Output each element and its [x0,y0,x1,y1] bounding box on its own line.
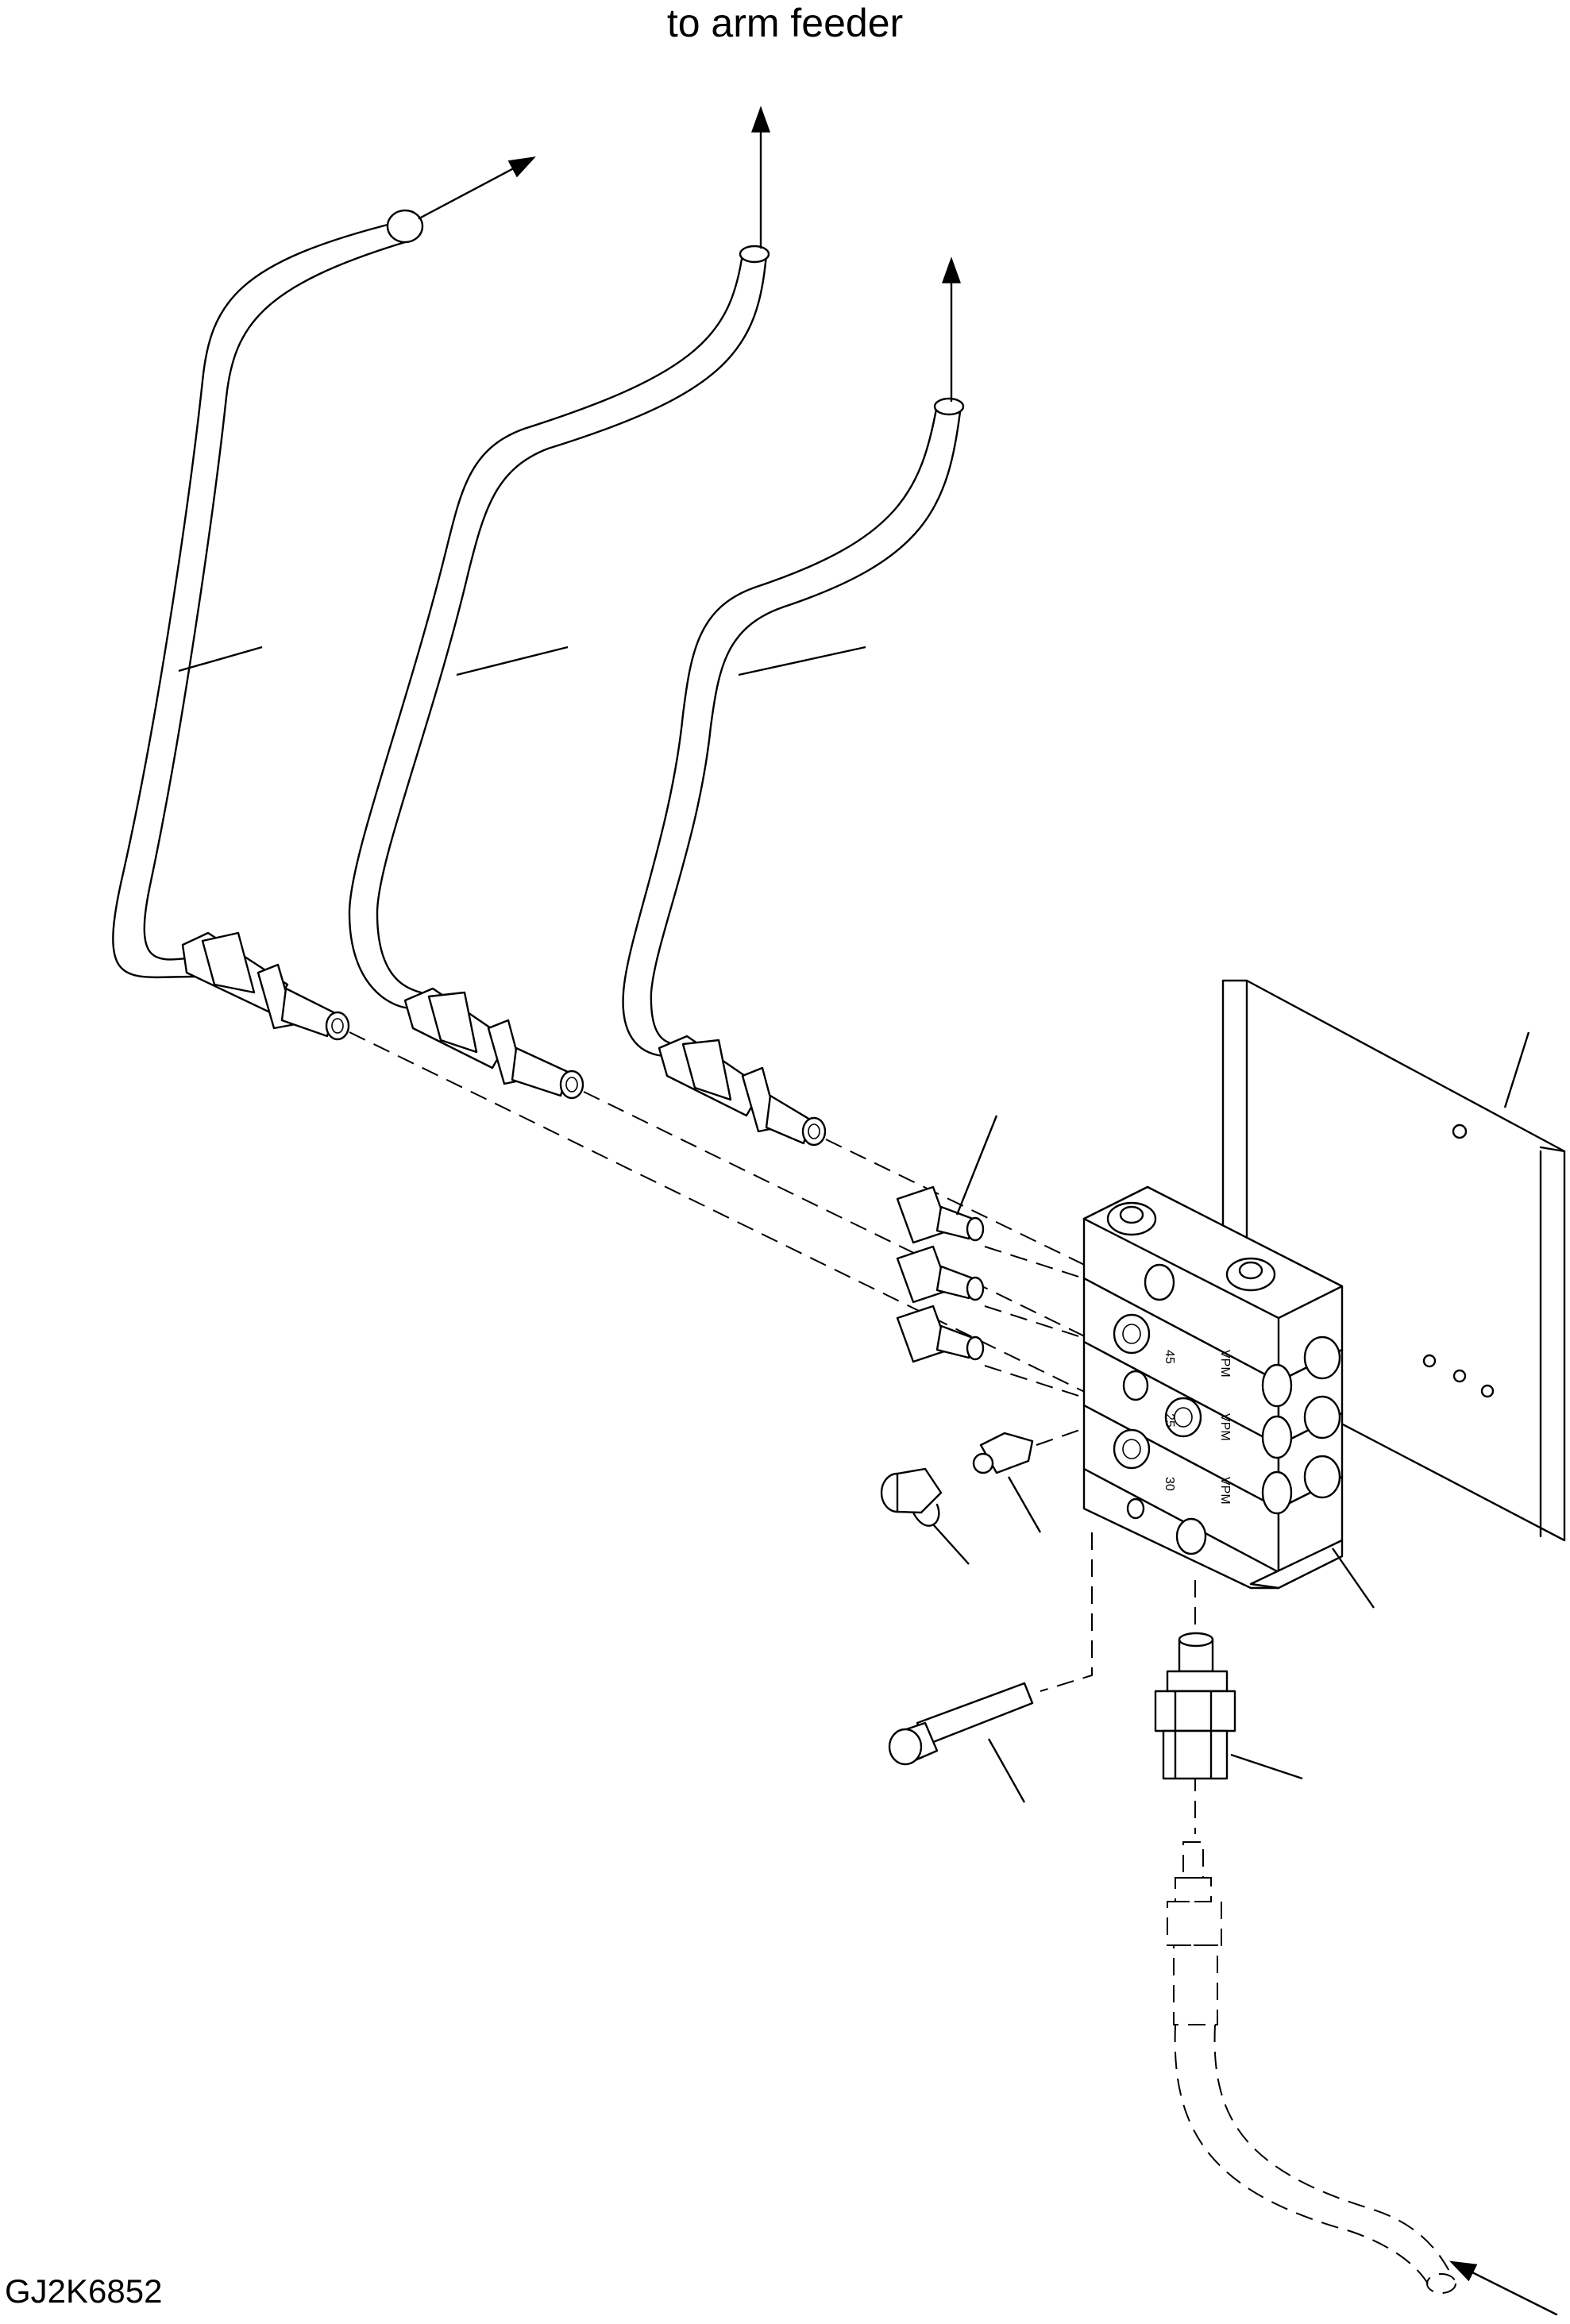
leader-adapter-union [1230,1753,1303,1780]
hose-1 [112,156,536,979]
block-port-number-2: 25 [1163,1413,1176,1428]
drawing-code: GJ2K6852 [5,2272,163,2310]
leader-distributor-block [1332,1547,1375,1609]
block-port-number-3: 30 [1163,1477,1176,1491]
diagram-title: to arm feeder [666,1,904,45]
flow-arrow-1 [418,156,536,220]
bolt [888,1682,1034,1803]
connector-fittings [896,1115,998,1363]
flow-arrow-supply [1448,2260,1558,2316]
hose-1-fitting [181,931,350,1041]
hose-3-fitting [658,1035,827,1147]
block-port-number-1: 45 [1163,1350,1176,1364]
leader-grease-nipple [1007,1476,1042,1533]
nipple-cap [880,1467,970,1565]
leader-mounting-plate [1503,1031,1530,1108]
supply-pipe [1167,1841,1558,2316]
leader-hose-1 [178,646,263,673]
hose-3 [622,256,965,1058]
leader-connector-fittings [955,1115,998,1216]
distributor-block: VPM VPM VPM 45 25 30 [1082,1185,1375,1609]
block-marking-2: VPM [1218,1413,1232,1441]
block-marking-1: VPM [1218,1350,1232,1378]
grease-nipple [972,1432,1042,1533]
leader-bolt [987,1738,1026,1803]
leader-hose-3 [738,646,866,676]
hose-2 [348,106,770,1010]
leader-hose-2 [456,646,569,676]
adapter-union [1154,1632,1303,1780]
hose-2-fitting [403,987,584,1100]
block-marking-3: VPM [1218,1477,1232,1505]
leader-nipple-cap [932,1524,970,1565]
